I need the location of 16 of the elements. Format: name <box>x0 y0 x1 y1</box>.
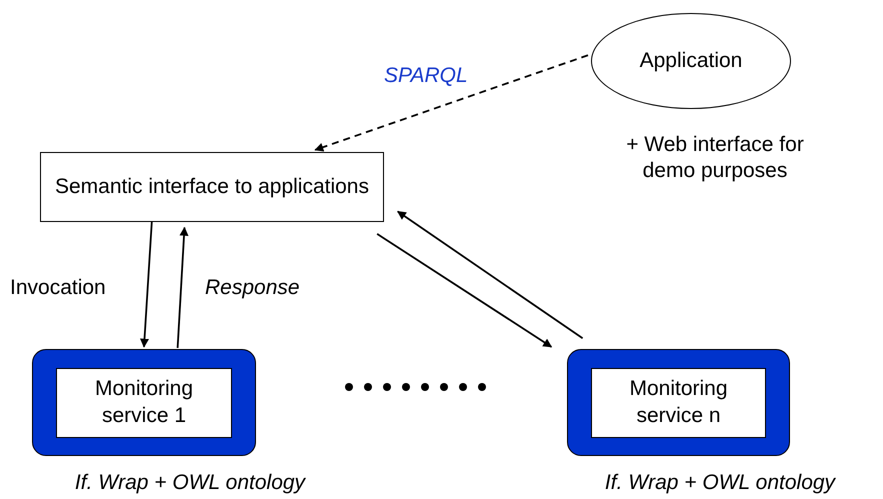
arrow <box>314 54 588 152</box>
application-ellipse <box>591 13 791 109</box>
node-label: Monitoring service n <box>628 376 729 428</box>
node-caption: If. Wrap + OWL ontology <box>74 470 307 496</box>
service-box <box>567 349 790 456</box>
node-caption: + Web interface for demo purposes <box>625 132 805 184</box>
arrow <box>397 210 584 340</box>
service-box <box>32 349 256 456</box>
arrow <box>140 222 153 348</box>
process-box <box>40 152 384 222</box>
node-label: Monitoring service 1 <box>94 376 194 428</box>
node-caption: If. Wrap + OWL ontology <box>604 470 837 496</box>
node-label: Semantic interface to applications <box>54 174 370 200</box>
arrow <box>376 233 552 348</box>
node-label: Application <box>638 48 744 74</box>
arrow <box>176 226 188 348</box>
